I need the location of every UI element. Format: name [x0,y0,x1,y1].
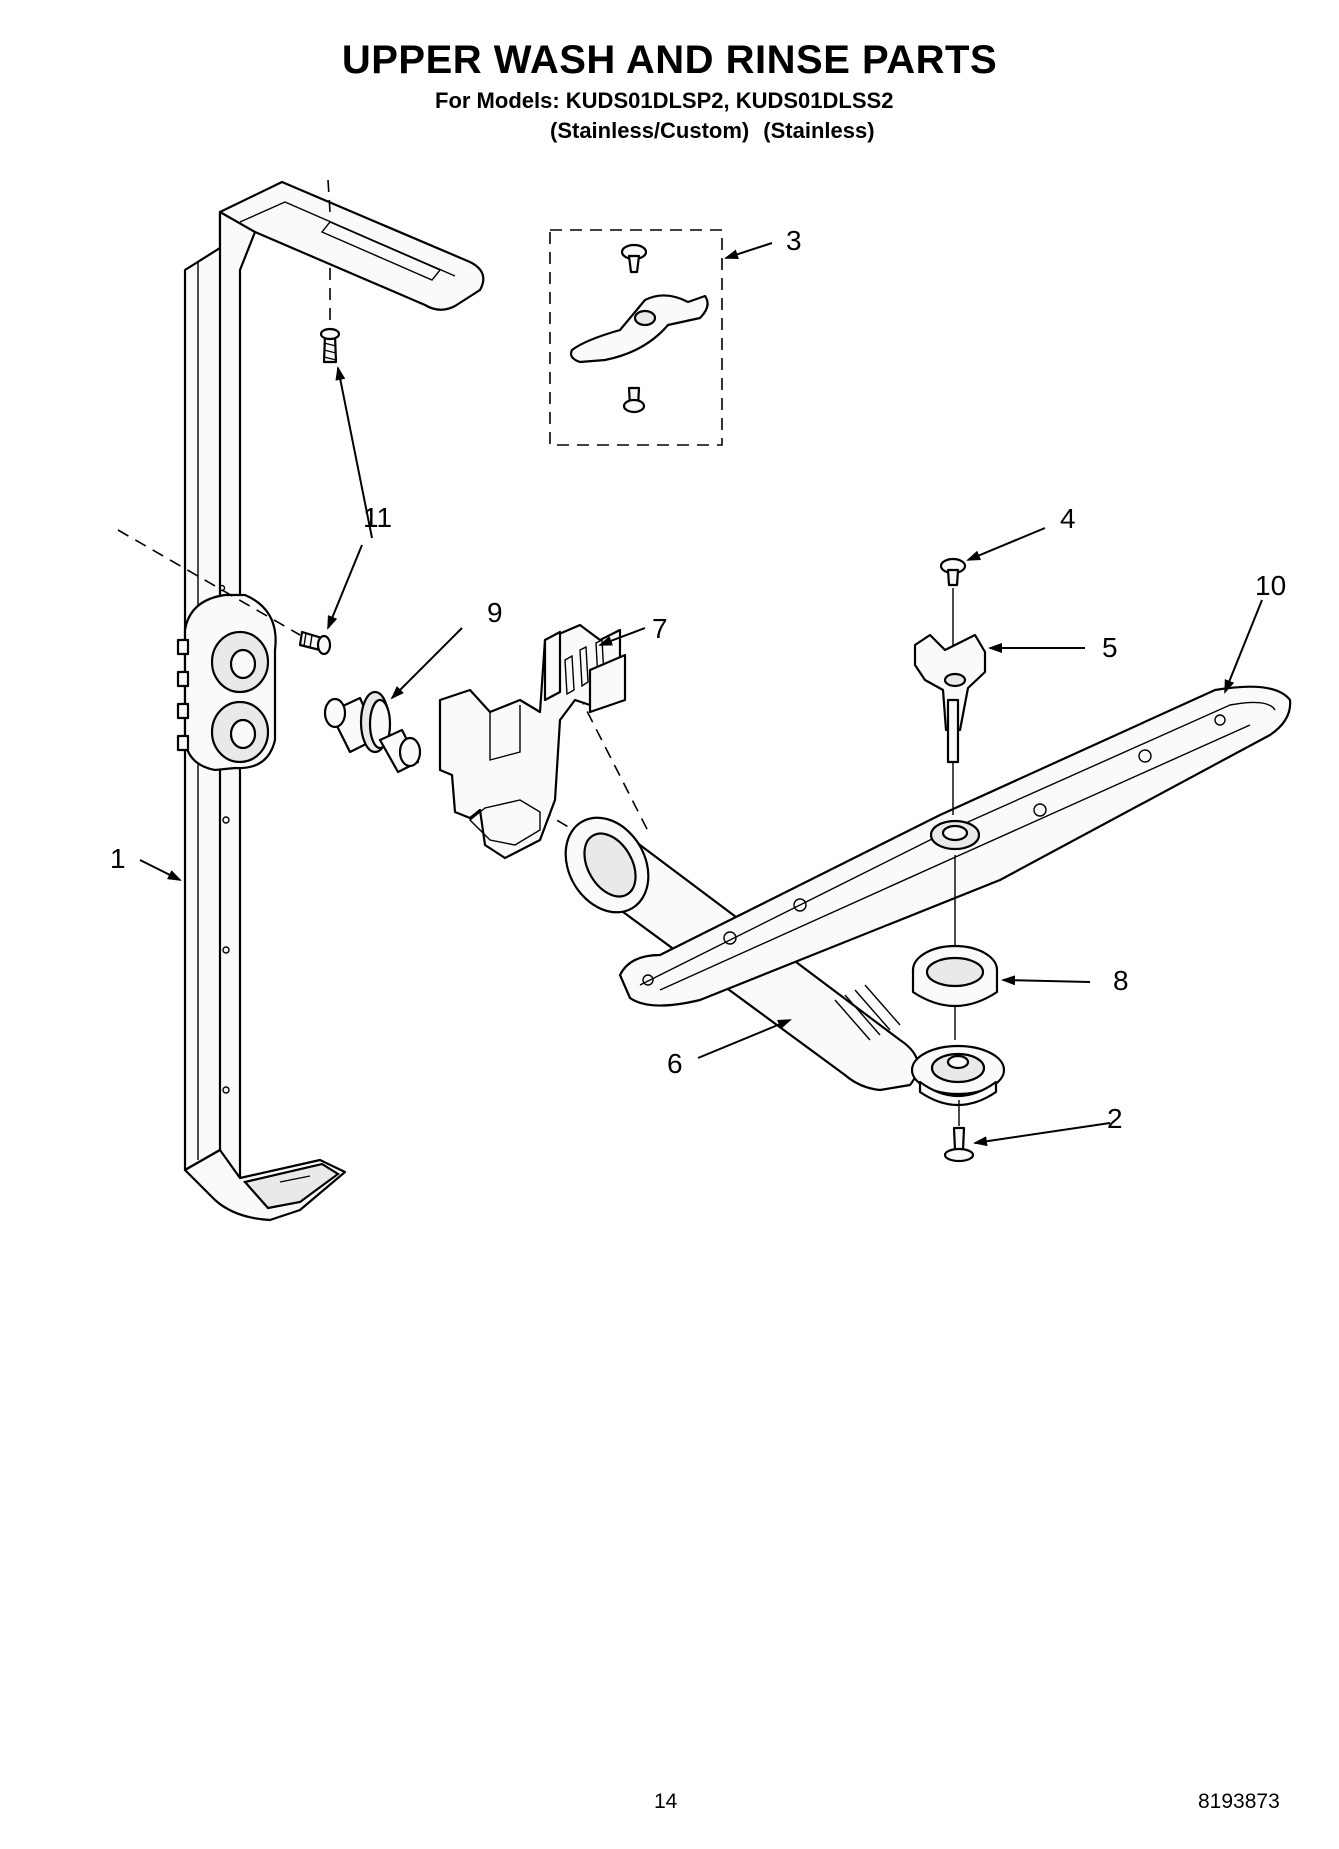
callout-9: 9 [487,597,503,628]
finish-label-2: (Stainless) [763,118,875,143]
leader-9 [390,627,463,700]
models-line: For Models: KUDS01DLSP2, KUDS01DLSS2 [435,88,894,113]
callout-1: 1 [110,843,126,874]
leader-1 [139,859,182,881]
part-screw-upper [319,327,341,364]
callout-11: 11 [363,502,392,533]
part-kit-box [549,229,723,446]
callout-8: 8 [1113,965,1129,996]
page-number: 14 [654,1790,678,1813]
part-spray-arm [618,685,1292,1007]
part-arm-screw [939,557,967,587]
finish-label-1: (Stainless/Custom) [550,118,750,143]
callout-5: 5 [1102,632,1118,663]
document-number: 8193873 [1198,1790,1280,1813]
part-hub [913,633,987,764]
leader-11-lower [327,544,363,630]
callout-2: 2 [1107,1103,1123,1134]
leader-3 [724,242,773,260]
leader-6 [697,1019,792,1059]
leader-4 [966,527,1046,561]
callout-10: 10 [1255,570,1286,601]
leader-11-upper [335,366,373,539]
part-arm-support [910,1044,1006,1163]
leader-10 [1224,599,1263,694]
finishes-line: (Stainless/Custom) (Stainless) [550,118,889,144]
callout-3: 3 [786,225,802,256]
part-screw-lower [298,630,332,656]
part-bearing-ring [911,855,999,1040]
callout-4: 4 [1060,503,1076,534]
callout-7: 7 [652,613,668,644]
leader-8 [1001,975,1091,986]
part-bracket [438,623,627,860]
part-supply-tube [176,180,485,1222]
page-title: UPPER WASH AND RINSE PARTS [341,38,998,82]
leader-2 [973,1122,1111,1147]
callout-6: 6 [667,1048,683,1079]
leader-7 [598,627,646,646]
part-diverter-valve [323,690,422,774]
